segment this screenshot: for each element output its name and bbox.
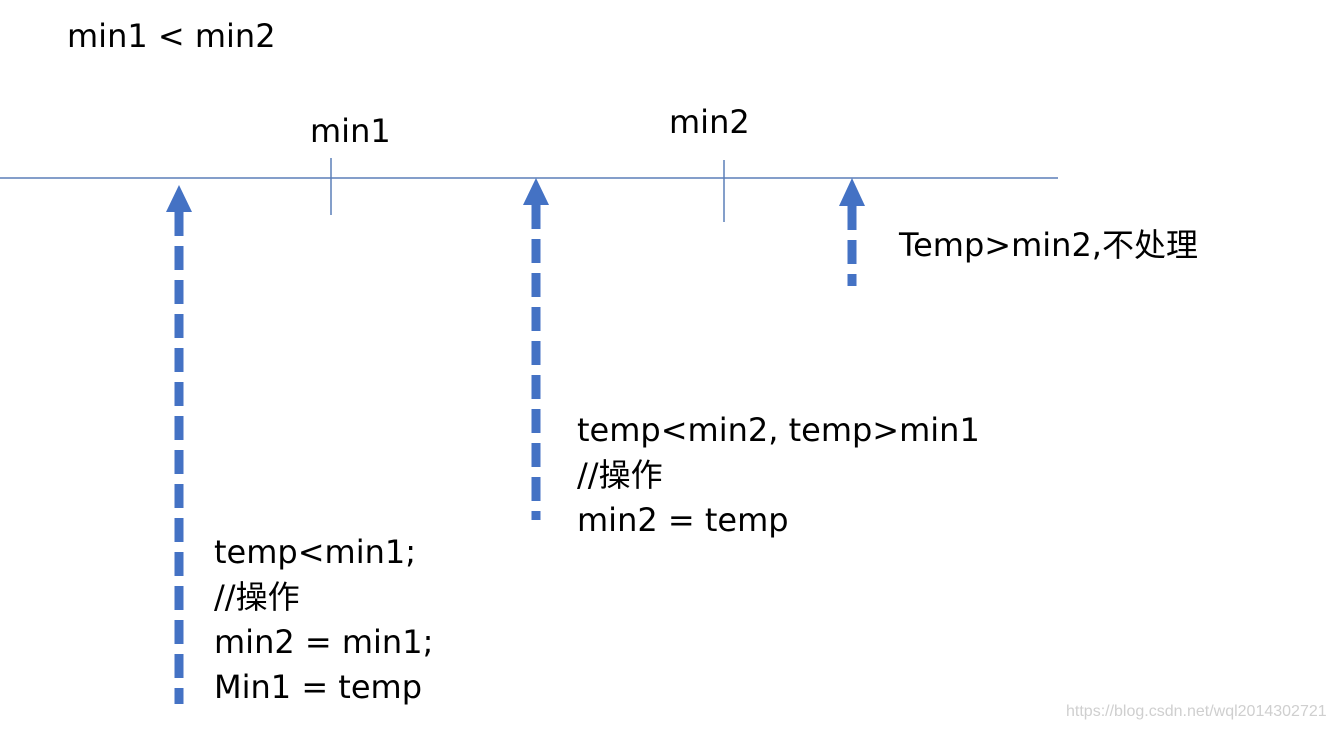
left-arrow bbox=[166, 185, 192, 704]
left-annotation-line: //操作 bbox=[214, 578, 300, 616]
left-arrow-head bbox=[166, 185, 192, 212]
left-annotation-line: temp<min1; bbox=[214, 533, 417, 571]
left-annotation-line: Min1 = temp bbox=[214, 668, 423, 706]
right-arrow bbox=[839, 178, 865, 286]
middle-annotation-line: temp<min2, temp>min1 bbox=[577, 411, 980, 449]
middle-arrow-annotation: temp<min2, temp>min1 //操作 min2 = temp bbox=[577, 408, 980, 543]
diagram-title: min1 < min2 bbox=[67, 17, 276, 55]
left-arrow-annotation: temp<min1; //操作 min2 = min1; Min1 = temp bbox=[214, 530, 433, 710]
middle-annotation-line: min2 = temp bbox=[577, 501, 789, 539]
watermark: https://blog.csdn.net/wql2014302721 bbox=[1066, 703, 1327, 720]
middle-arrow bbox=[523, 178, 549, 520]
middle-arrow-head bbox=[523, 178, 549, 205]
min1-tick-label: min1 bbox=[310, 112, 391, 150]
right-arrow-head bbox=[839, 178, 865, 206]
left-annotation-line: min2 = min1; bbox=[214, 623, 434, 661]
middle-annotation-line: //操作 bbox=[577, 456, 663, 494]
min2-tick-label: min2 bbox=[669, 103, 750, 141]
right-arrow-annotation: Temp>min2,不处理 bbox=[899, 226, 1198, 264]
